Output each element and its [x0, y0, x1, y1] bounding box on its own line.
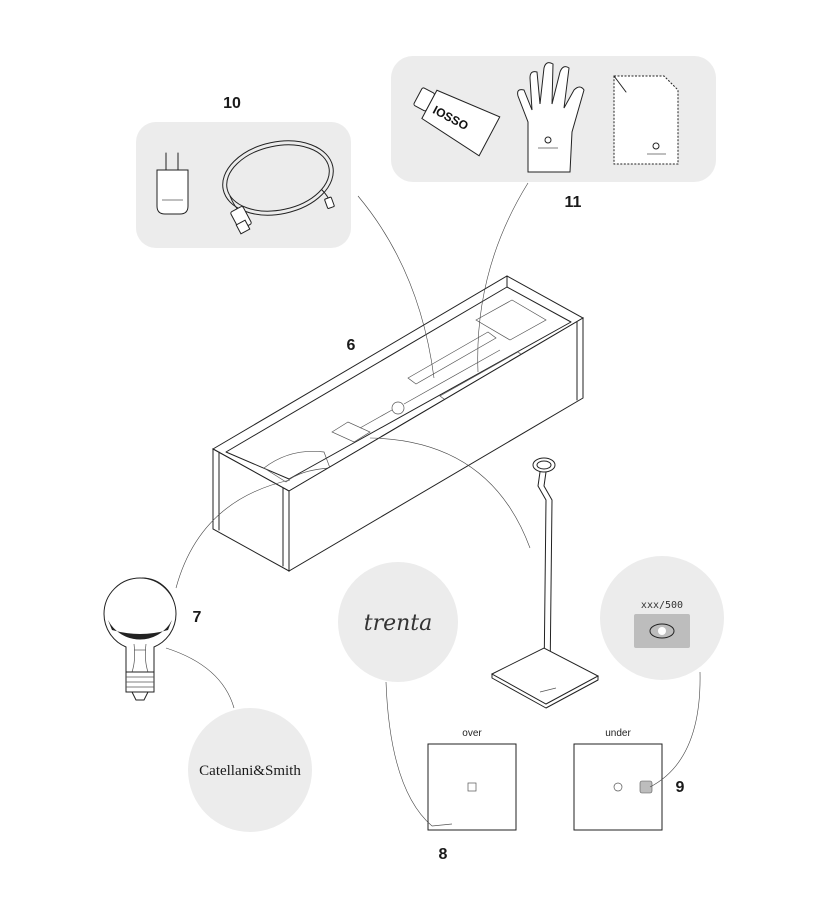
bulb-brand-text: Catellani&Smith	[199, 763, 301, 779]
edition-number-text: xxx/500	[641, 600, 683, 611]
edition-detail: xxx/500	[600, 556, 724, 680]
base-over-view: over	[427, 728, 517, 831]
power-kit-panel	[136, 122, 351, 248]
signature-detail: trenta	[338, 562, 458, 682]
base-under-view: under	[573, 728, 663, 831]
polishing-cloth-icon	[613, 75, 679, 165]
brand-detail-circle	[188, 708, 312, 832]
lamp-stand	[490, 457, 600, 709]
leader-lines	[165, 182, 701, 827]
brand-detail: Catellani&Smith	[188, 708, 312, 832]
base-under-label: under	[605, 728, 631, 739]
callout-10: 10	[223, 95, 241, 112]
usb-cable-icon	[222, 140, 335, 235]
signature-text: trenta	[364, 611, 433, 636]
glove-icon	[517, 62, 585, 173]
polish-tube-icon: IOSSO	[413, 87, 501, 157]
care-kit-group: IOSSO	[391, 56, 716, 182]
callout-7: 7	[193, 609, 202, 626]
callout-11: 11	[565, 194, 582, 211]
packaging-box	[211, 275, 585, 572]
plug-adapter-icon	[156, 152, 189, 215]
signature-detail-circle	[338, 562, 458, 682]
power-kit-group	[136, 122, 351, 248]
bulb	[103, 577, 177, 701]
callout-6: 6	[347, 337, 356, 354]
base-over-label: over	[462, 728, 482, 739]
callout-9: 9	[676, 779, 685, 796]
callout-8: 8	[439, 846, 448, 863]
